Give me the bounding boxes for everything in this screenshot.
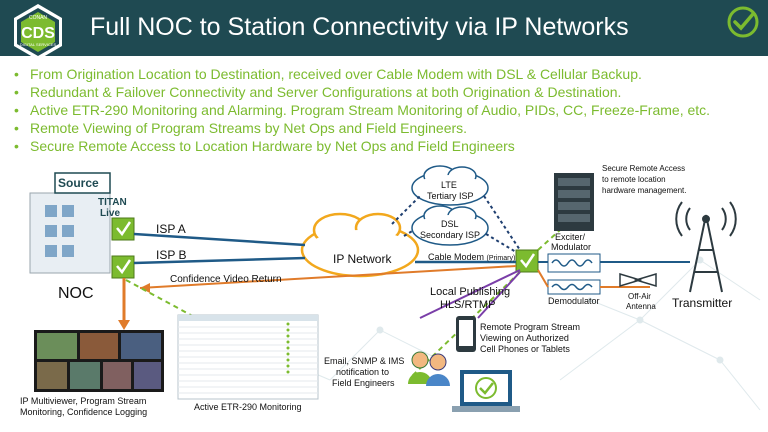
lte-tertiary-label: Tertiary ISP [427, 191, 474, 201]
logo-text-top: CONAN [29, 15, 47, 21]
bullet-item: From Origination Location to Destination… [14, 65, 710, 83]
smartphone-icon [456, 316, 476, 352]
server-rack-icon [554, 173, 594, 231]
dsl-label: DSL [441, 219, 459, 229]
bullet-item: Remote Viewing of Program Streams by Net… [14, 119, 710, 137]
page-title: Full NOC to Station Connectivity via IP … [90, 13, 629, 41]
ip-network-cloud-icon [300, 212, 420, 278]
cable-modem-label: Cable Modem (Primary) [428, 252, 515, 262]
remote-stream-line2: Viewing on Authorized [480, 333, 569, 343]
email-line2: notification to [336, 367, 390, 377]
bullet-item: Redundant & Failover Connectivity and Se… [14, 83, 710, 101]
bullet-list: From Origination Location to Destination… [14, 65, 710, 155]
station-titan-server [515, 249, 539, 273]
demodulator-icon [547, 279, 601, 295]
off-air-label: Off-Air [628, 292, 651, 301]
field-engineers-icon [408, 351, 450, 386]
isp-a-label: ISP A [156, 222, 186, 236]
transmitter-label: Transmitter [672, 296, 733, 310]
confidence-return-label: Confidence Video Return [170, 274, 282, 285]
secure-access-line2: to remote location [602, 175, 666, 184]
secure-access-line1: Secure Remote Access [602, 164, 686, 173]
bullet-item: Secure Remote Access to Location Hardwar… [14, 137, 710, 155]
titan-server-b [111, 255, 135, 279]
isp-b-label: ISP B [156, 248, 187, 262]
isp-b-line [133, 256, 306, 265]
exciter-modulator-icon [547, 253, 601, 273]
live-label: Live [100, 208, 121, 219]
transmitter-tower-icon [675, 201, 737, 293]
ip-network-label: IP Network [333, 252, 392, 266]
cable-modem-text: Cable Modem [428, 252, 485, 262]
titan-label: TITAN [98, 197, 127, 208]
bullet-item: Active ETR-290 Monitoring and Alarming. … [14, 101, 710, 119]
dsl-secondary-label: Secondary ISP [420, 230, 481, 240]
logo-text-bottom: DIGITAL SERVICES [20, 42, 57, 47]
exciter-label: Exciter/ [555, 232, 586, 242]
dsl-cloud-icon [411, 205, 489, 246]
hls-rtmp-label: HLS/RTMP [440, 299, 496, 311]
modulator-label: Modulator [551, 242, 592, 252]
header-bar: CONAN CDS DIGITAL SERVICES Full NOC to S… [0, 0, 768, 60]
etr-290-table [177, 314, 319, 400]
lte-label: LTE [441, 180, 457, 190]
etr-label: Active ETR-290 Monitoring [194, 402, 302, 412]
local-publishing-label: Local Publishing [430, 286, 511, 298]
isp-a-line [133, 232, 306, 247]
multiviewer-line1: IP Multiviewer, Program Stream [20, 396, 147, 406]
source-box [54, 172, 111, 194]
secure-access-line3: hardware management. [602, 186, 687, 195]
email-line1: Email, SNMP & IMS [324, 356, 405, 366]
demodulator-label: Demodulator [548, 296, 600, 306]
noc-building-icon [29, 172, 111, 274]
cds-logo: CONAN CDS DIGITAL SERVICES [14, 4, 62, 60]
source-label: Source [58, 176, 99, 190]
confidence-return-line [139, 265, 517, 289]
off-air-antenna-icon [619, 272, 657, 288]
multiviewer-line2: Monitoring, Confidence Logging [20, 407, 148, 417]
logo-text-main: CDS [21, 25, 55, 42]
email-line3: Field Engineers [332, 378, 395, 388]
laptop-icon [452, 370, 520, 412]
lte-cloud-icon [411, 165, 489, 206]
antenna-label: Antenna [626, 302, 656, 311]
primary-text: (Primary) [486, 255, 516, 262]
multiviewer-screen [34, 330, 164, 392]
remote-stream-line3: Cell Phones or Tablets [480, 344, 570, 354]
remote-stream-line1: Remote Program Stream [480, 322, 581, 332]
titan-server-a [111, 217, 135, 241]
noc-label: NOC [58, 285, 94, 302]
check-circle-icon [727, 6, 759, 38]
